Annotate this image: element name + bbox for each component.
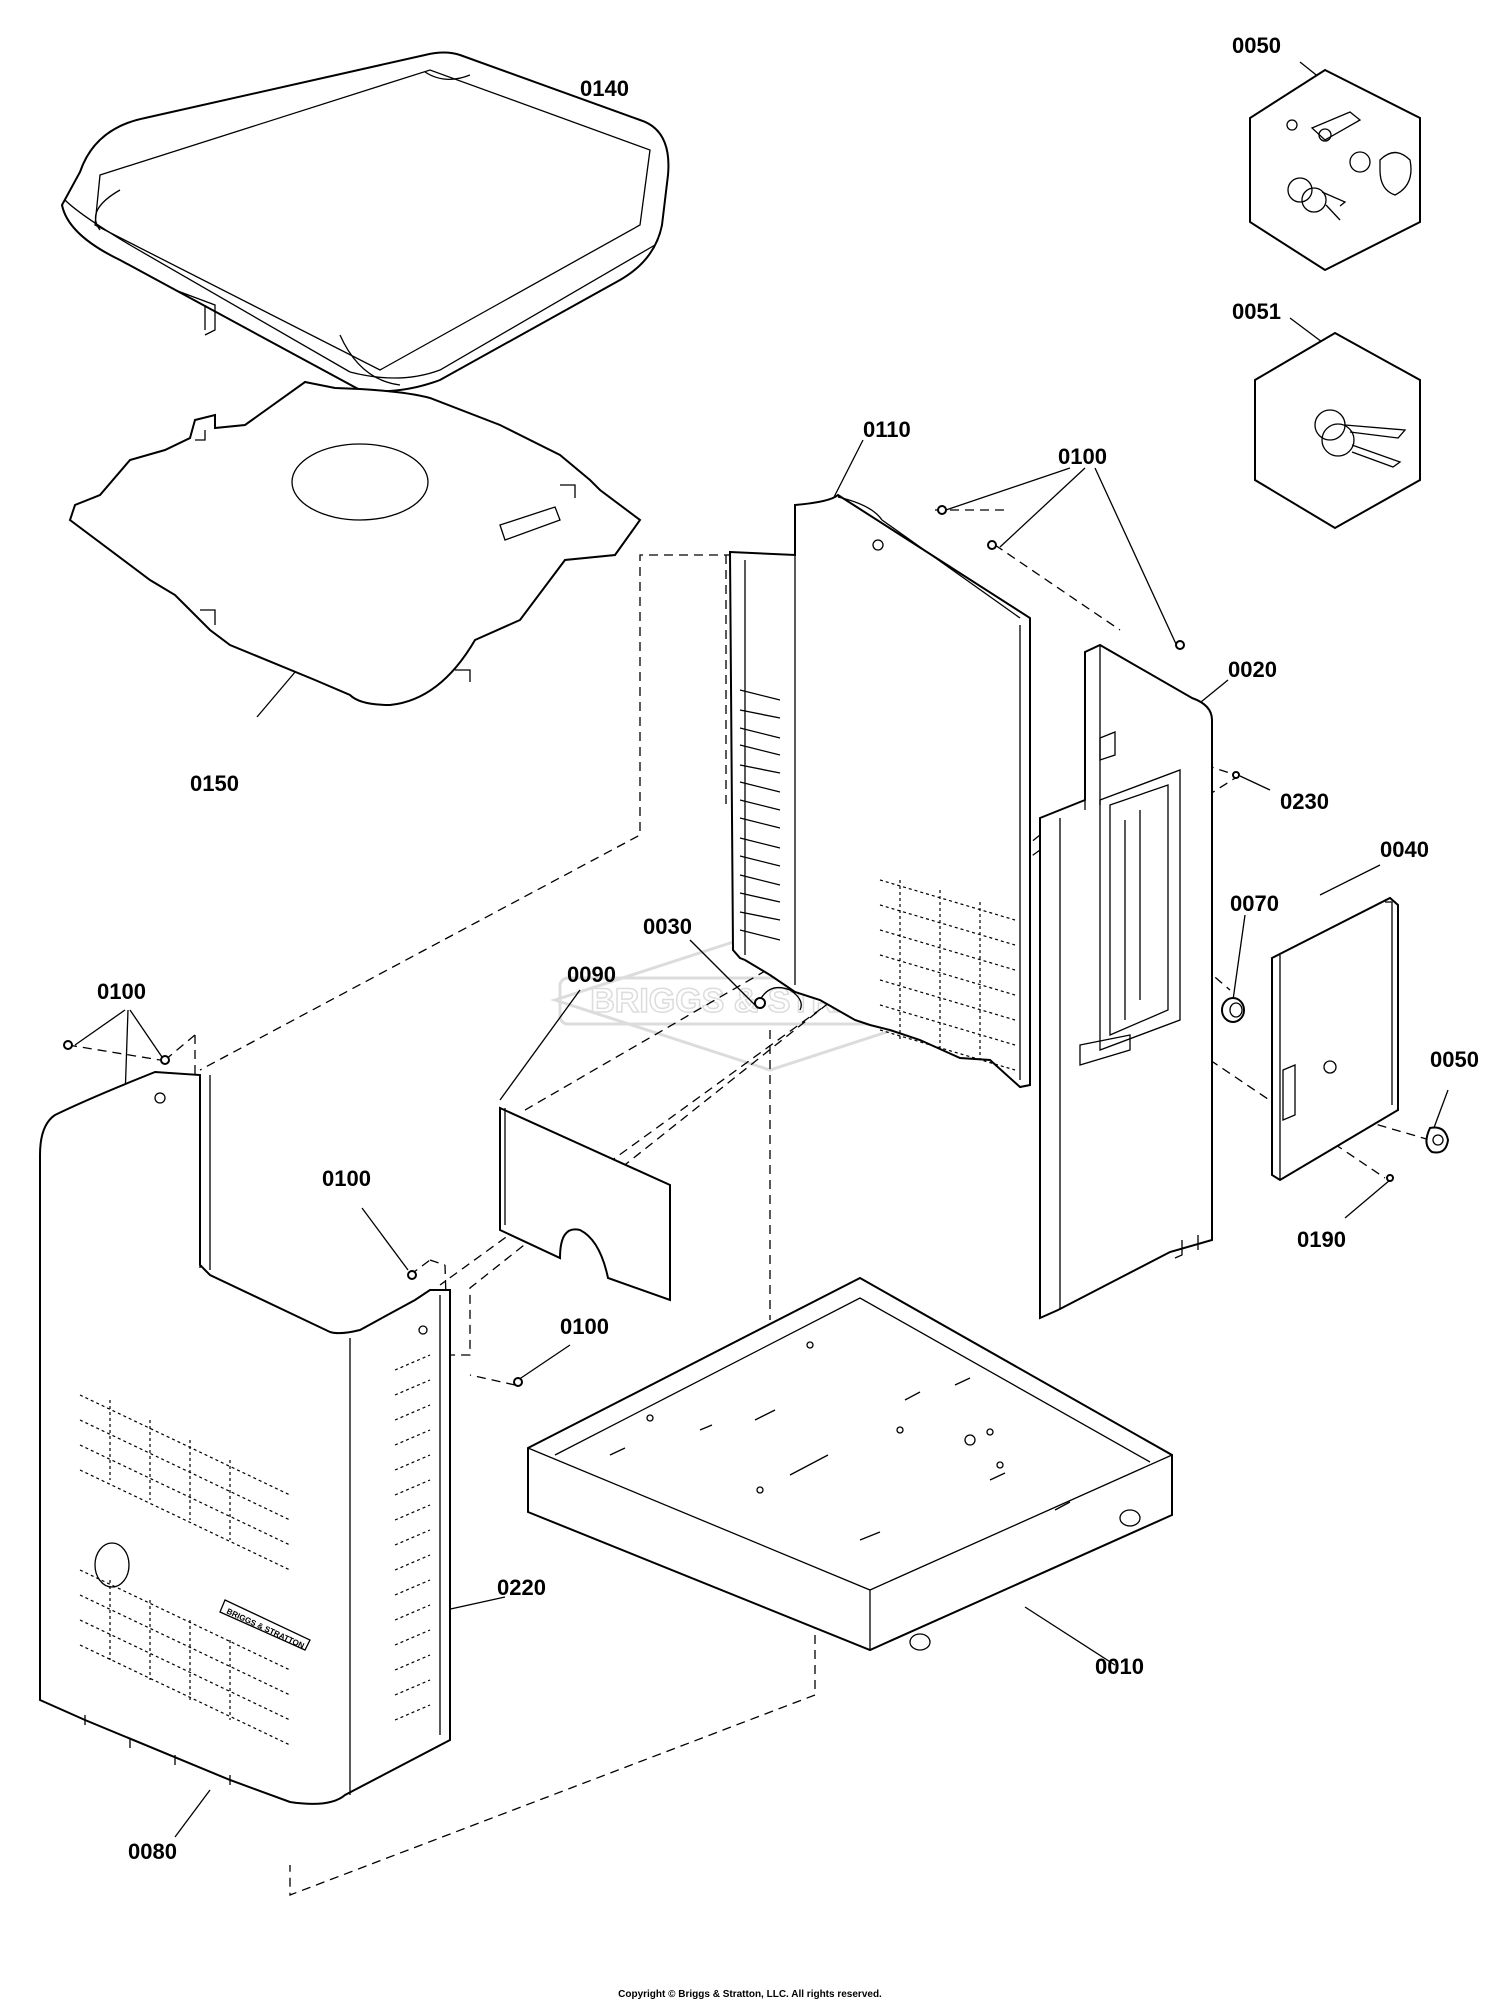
label-access-door: 0040 xyxy=(1380,837,1429,862)
side-panel-drawing xyxy=(1039,643,1213,1320)
label-pin: 0190 xyxy=(1297,1227,1346,1252)
label-front-panel: 0080 xyxy=(128,1839,177,1864)
label-rivet: 0230 xyxy=(1280,789,1329,814)
label-nut: 0070 xyxy=(1230,891,1279,916)
copyright-notice: Copyright © Briggs & Stratton, LLC. All … xyxy=(618,1989,882,2000)
label-screw-lower: 0100 xyxy=(560,1314,609,1339)
fasteners xyxy=(63,505,1394,1387)
label-screw-top: 0100 xyxy=(1058,444,1107,469)
label-top-cover: 0140 xyxy=(580,76,629,101)
label-screw-left: 0100 xyxy=(97,979,146,1004)
insulation-drawing xyxy=(499,1106,671,1302)
base-pan-drawing xyxy=(527,1276,1173,1652)
front-panel-drawing: BRIGGS & STRATTON xyxy=(39,1070,451,1805)
latch-kit-hexagon xyxy=(1249,68,1421,272)
top-gasket-drawing xyxy=(68,380,642,707)
label-latch-kit-top: 0050 xyxy=(1232,33,1281,58)
label-latch-side: 0050 xyxy=(1430,1047,1479,1072)
label-insulation: 0090 xyxy=(567,962,616,987)
top-cover-drawing xyxy=(60,51,670,393)
rear-panel-drawing xyxy=(728,493,1031,1089)
label-side-panel: 0020 xyxy=(1228,657,1277,682)
label-decal: 0220 xyxy=(497,1575,546,1600)
latch-side-drawing xyxy=(1425,1126,1450,1154)
label-rear-panel: 0110 xyxy=(863,417,911,442)
label-top-gasket: 0150 xyxy=(190,771,239,796)
access-door-drawing xyxy=(1271,896,1399,1182)
key-set-hexagon xyxy=(1254,331,1421,530)
label-screw-middle: 0100 xyxy=(322,1166,371,1191)
nut-drawing xyxy=(1221,997,1245,1023)
label-grommet: 0030 xyxy=(643,914,692,939)
label-key-set: 0051 xyxy=(1232,299,1281,324)
label-base-pan: 0010 xyxy=(1095,1654,1144,1679)
